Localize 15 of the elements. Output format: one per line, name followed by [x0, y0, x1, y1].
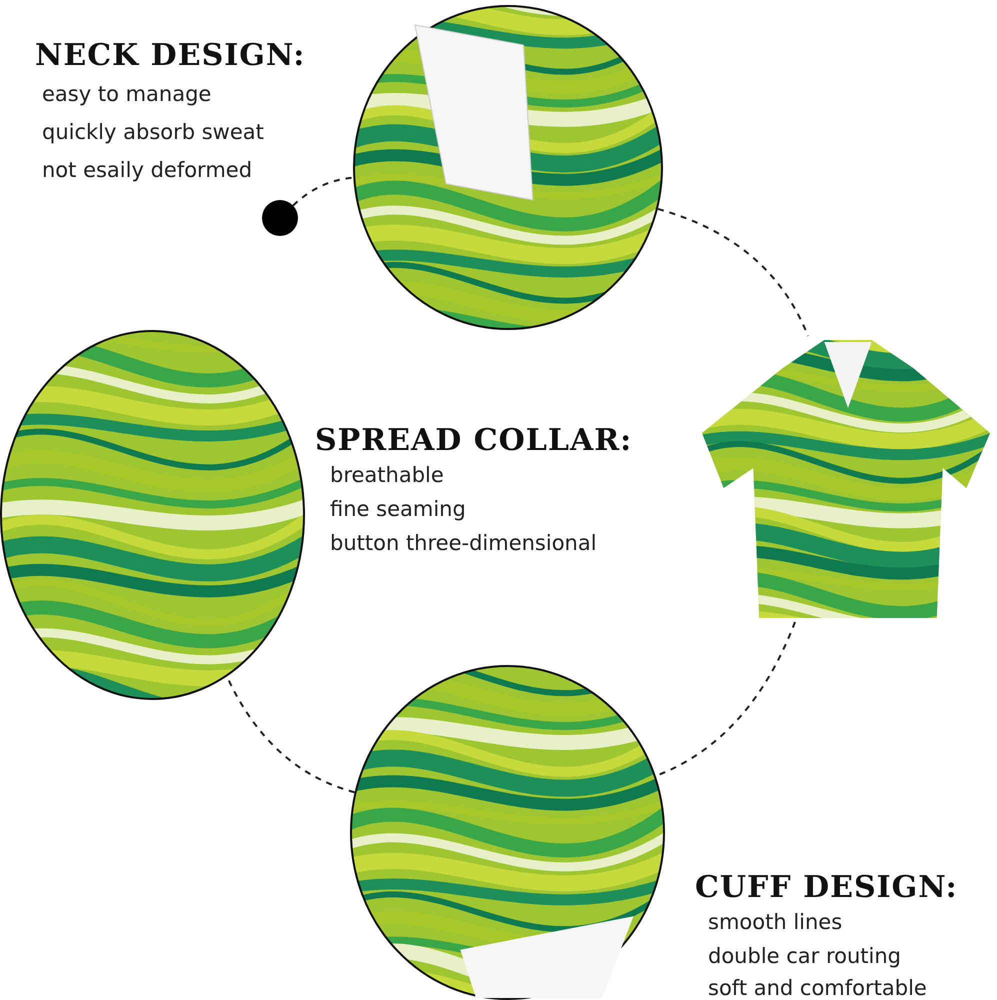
dot-marker: [262, 200, 298, 236]
feature-text: not esaily deformed: [42, 158, 252, 182]
feature-text: breathable: [330, 463, 444, 487]
feature-heading: NECK DESIGN:: [35, 38, 306, 73]
feature-text: easy to manage: [42, 82, 212, 106]
feature-text: fine seaming: [330, 497, 466, 521]
feature-text: button three-dimensional: [330, 531, 597, 555]
dashed-connector: [658, 208, 809, 336]
feature-heading: SPREAD COLLAR:: [315, 423, 632, 458]
feature-text: smooth lines: [708, 910, 842, 934]
dashed-connector: [292, 176, 354, 206]
feature-heading: CUFF DESIGN:: [695, 870, 958, 905]
feature-text: double car routing: [708, 944, 902, 968]
feature-text: soft and comfortable: [708, 976, 927, 1000]
feature-text: quickly absorb sweat: [42, 120, 264, 144]
